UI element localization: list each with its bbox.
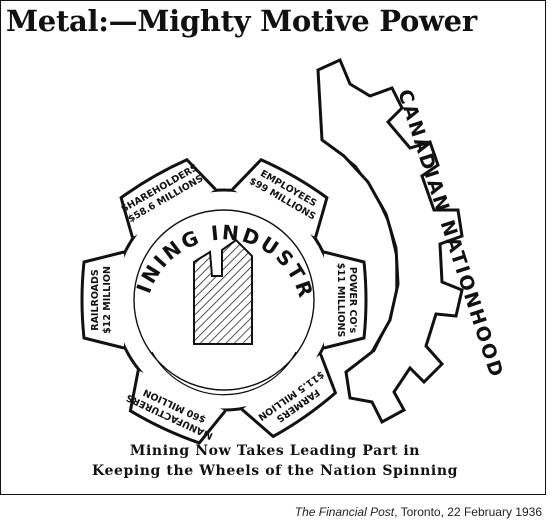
mining-gear-inner-ring <box>133 209 315 391</box>
tooth-label-title: POWER CO's <box>347 267 358 334</box>
gear-tooth-outline <box>323 250 368 350</box>
tooth-label-amount: $12 MILLION <box>102 266 113 334</box>
nationhood-gear <box>316 57 464 425</box>
source-publication: The Financial Post <box>294 505 395 519</box>
mining-industry-label: MINING INDUSTRY <box>0 0 318 301</box>
tooth-label-title: RAILROADS <box>90 269 101 331</box>
caption-line-2: Keeping the Wheels of the Nation Spinnin… <box>91 463 458 479</box>
mine-headframe-icon <box>193 238 253 345</box>
tooth-label: POWER CO's$11 MILLIONS <box>335 263 358 338</box>
gear-tooth-outline <box>119 157 217 238</box>
mining-gear-shading <box>151 351 297 396</box>
caption-line-1: Mining Now Takes Leading Part in <box>129 443 421 459</box>
gear-tooth-outline <box>80 250 125 350</box>
source-details: , Toronto, 22 February 1936 <box>394 505 542 519</box>
nationhood-label: CANADIAN NATIONHOOD <box>393 87 507 382</box>
gear-tooth-0: SHAREHOLDERS$58.6 MILLIONS <box>119 157 217 238</box>
gear-tooth-outline <box>241 353 338 439</box>
gear-tooth-outline <box>128 370 227 445</box>
nationhood-gear-inner-rim <box>333 147 397 353</box>
gear-tooth-5: RAILROADS$12 MILLION <box>80 250 125 350</box>
page-title: Metal:—Mighty Motive Power <box>6 4 477 38</box>
gear-tooth-2: POWER CO's$11 MILLIONS <box>323 250 368 350</box>
source-credit: The Financial Post, Toronto, 22 February… <box>295 505 542 519</box>
gear-tooth-outline <box>231 157 329 238</box>
tooth-label-amount: $11 MILLIONS <box>335 263 346 338</box>
gear-tooth-1: EMPLOYEES$99 MILLIONS <box>231 157 329 238</box>
tooth-label: RAILROADS$12 MILLION <box>90 266 113 334</box>
